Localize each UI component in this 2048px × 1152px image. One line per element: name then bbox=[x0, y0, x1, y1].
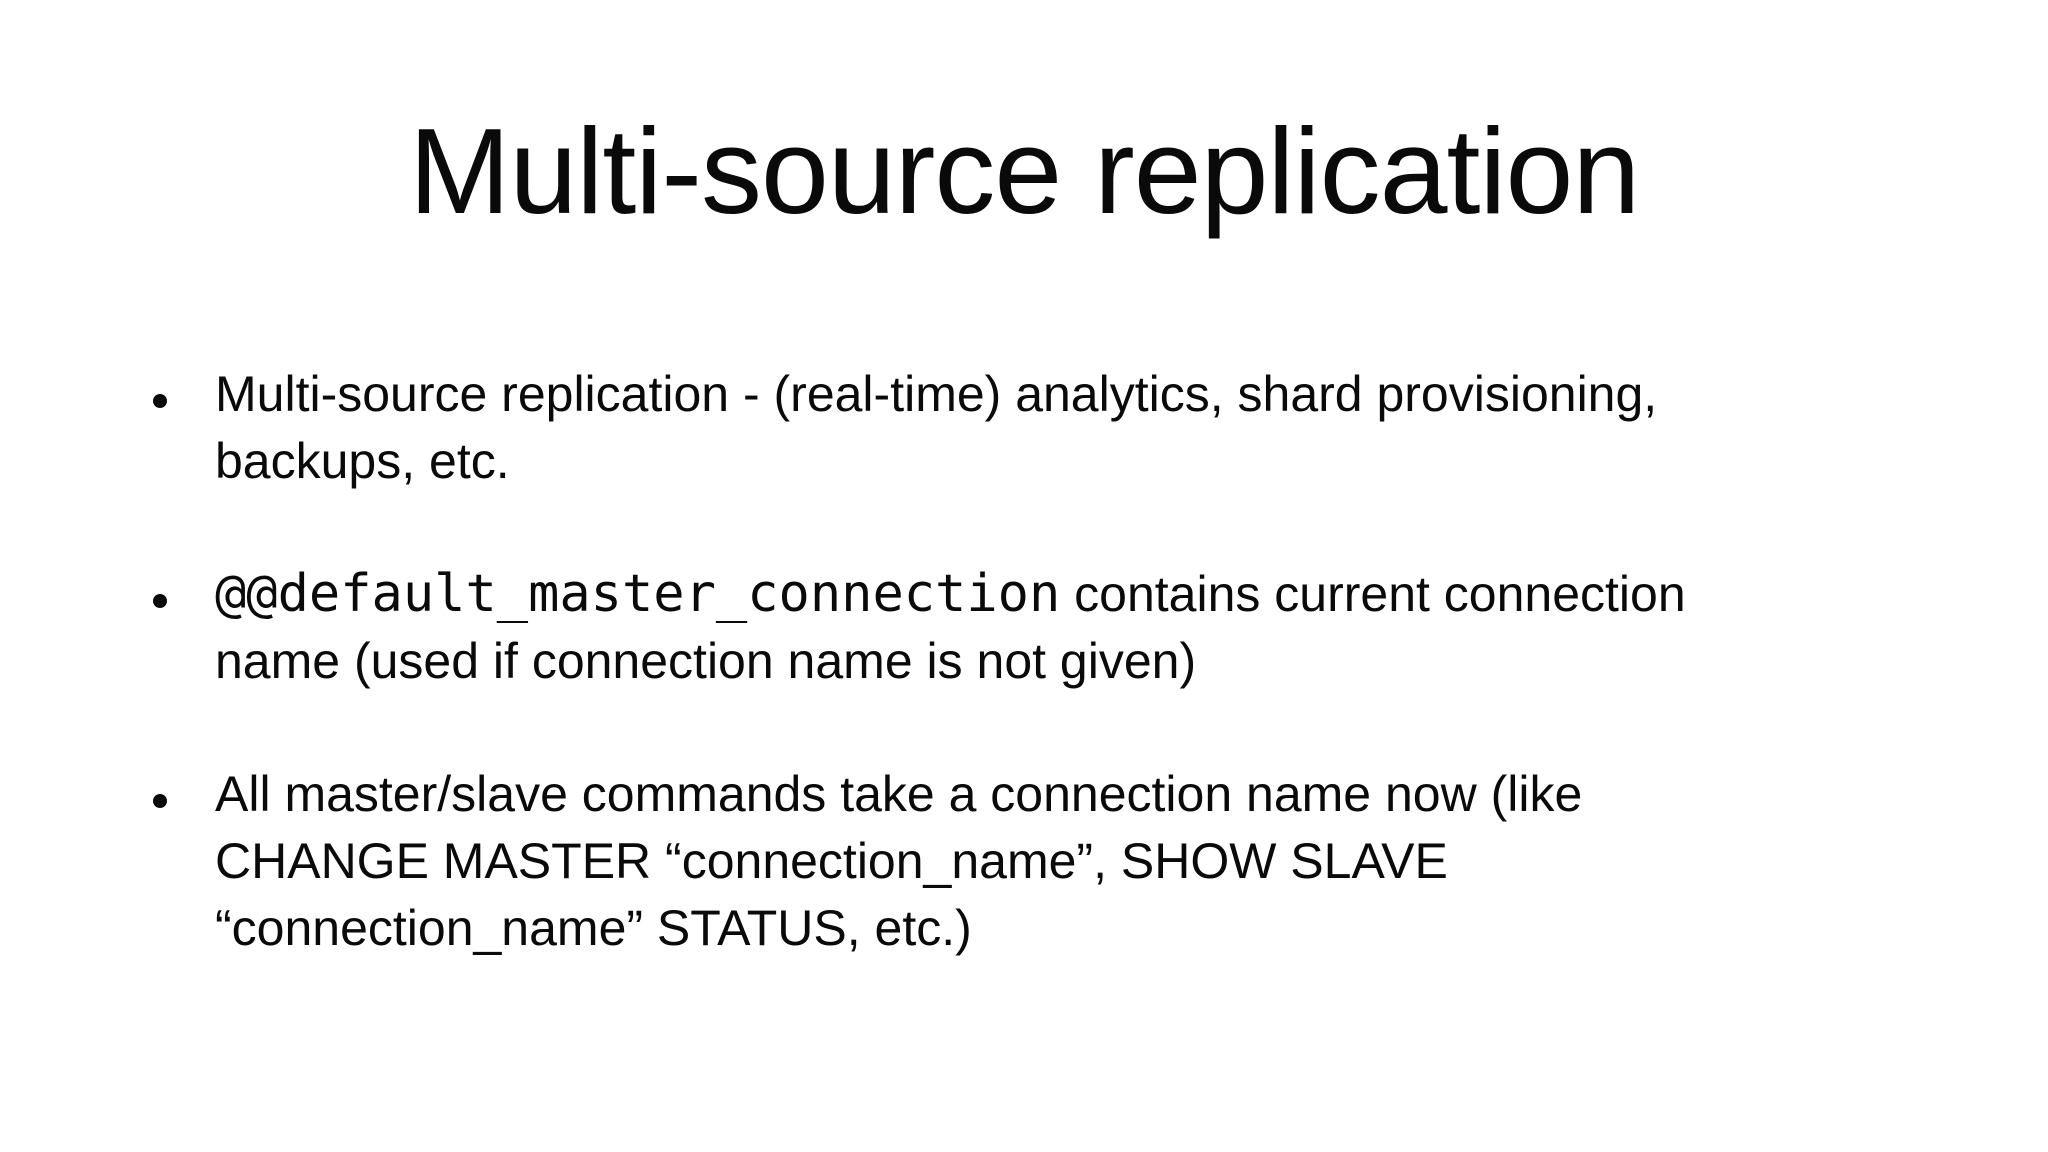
bullet-dot-icon bbox=[153, 594, 167, 608]
bullet-text: Multi-source replication - (real-time) a… bbox=[215, 366, 1658, 422]
bullet-text: backups, etc. bbox=[215, 433, 510, 489]
bullet-list: Multi-source replication - (real-time) a… bbox=[153, 361, 1915, 1028]
bullet-dot-icon bbox=[153, 394, 167, 408]
bullet-item: @@default_master_connection contains cur… bbox=[153, 561, 1915, 695]
bullet-text: CHANGE MASTER “connection_name”, SHOW SL… bbox=[215, 833, 1448, 889]
bullet-line: Multi-source replication - (real-time) a… bbox=[215, 361, 1915, 428]
bullet-line: All master/slave commands take a connect… bbox=[215, 761, 1915, 828]
bullet-line: name (used if connection name is not giv… bbox=[215, 628, 1915, 695]
bullet-item: All master/slave commands take a connect… bbox=[153, 761, 1915, 962]
slide-title: Multi-source replication bbox=[408, 103, 1640, 239]
bullet-item: Multi-source replication - (real-time) a… bbox=[153, 361, 1915, 495]
bullet-dot-icon bbox=[153, 794, 167, 808]
bullet-text: name (used if connection name is not giv… bbox=[215, 633, 1197, 689]
code-token: @@default_master_connection bbox=[215, 564, 1061, 624]
bullet-line: “connection_name” STATUS, etc.) bbox=[215, 895, 1915, 962]
bullet-text: “connection_name” STATUS, etc.) bbox=[215, 900, 972, 956]
bullet-line: @@default_master_connection contains cur… bbox=[215, 561, 1915, 628]
bullet-text: contains current connection bbox=[1060, 566, 1686, 622]
bullet-line: CHANGE MASTER “connection_name”, SHOW SL… bbox=[215, 828, 1915, 895]
bullet-text: All master/slave commands take a connect… bbox=[215, 766, 1583, 822]
bullet-line: backups, etc. bbox=[215, 428, 1915, 495]
